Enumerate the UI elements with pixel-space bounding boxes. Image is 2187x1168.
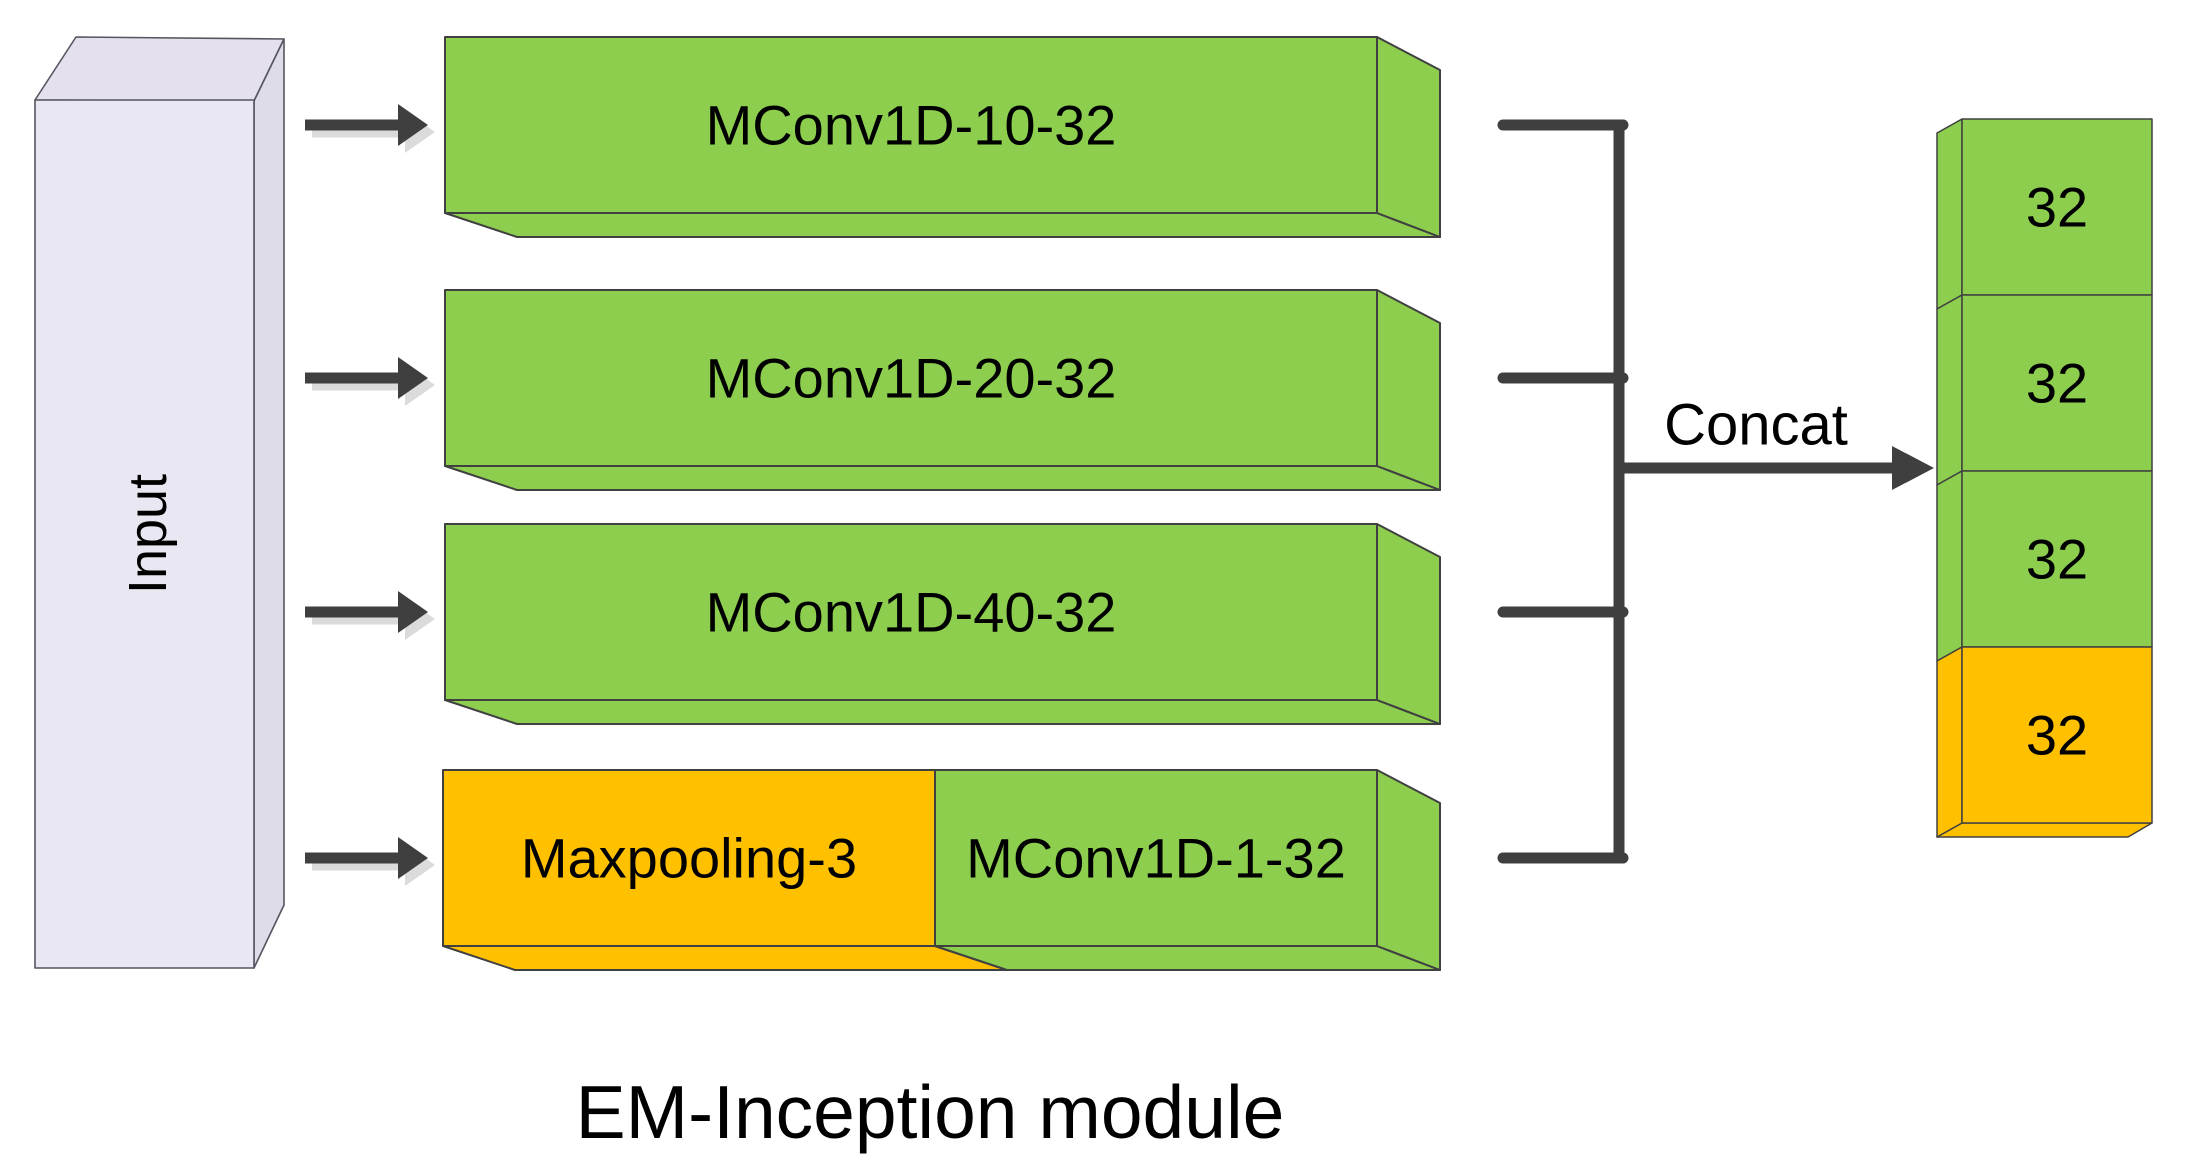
bar-side-face <box>1376 289 1441 491</box>
conv1-front-face <box>934 769 1378 947</box>
arrow-shadow <box>312 364 435 406</box>
conv1-side-face <box>1376 769 1441 971</box>
branch-pool-conv: Maxpooling-3 MConv1D-1-32 <box>442 769 1441 971</box>
pool-bottom-face <box>442 945 1008 971</box>
conv1-bottom-face <box>934 945 1441 971</box>
bar-bottom-face <box>444 699 1441 725</box>
concat-label: Concat <box>1664 393 1848 458</box>
input-label: Input <box>118 474 178 594</box>
input-block-side-face <box>253 38 285 969</box>
branch-conv40-label: MConv1D-40-32 <box>706 581 1117 644</box>
concat-bracket <box>1497 119 1629 864</box>
branch-conv20-label: MConv1D-20-32 <box>706 347 1117 410</box>
input-arrows <box>305 104 435 886</box>
arrow-shadow <box>312 111 435 153</box>
input-block-front-face <box>34 99 255 969</box>
input-block-top-face <box>34 36 285 102</box>
bar-front-face <box>444 289 1378 467</box>
concat-group: Concat <box>1619 393 1934 490</box>
stack-box-front <box>1961 470 2153 648</box>
stack-box-side <box>1936 470 1963 662</box>
maxpooling-label: Maxpooling-3 <box>521 827 857 890</box>
input-block: Input <box>34 36 285 969</box>
stack-channel-3: 32 <box>2026 528 2088 591</box>
output-stack: 32 32 32 32 <box>1936 118 2153 838</box>
stack-box-bottom <box>1936 822 2153 838</box>
diagram-caption: EM-Inception module <box>576 1070 1285 1154</box>
stack-box-front <box>1961 294 2153 472</box>
branch-conv40: MConv1D-40-32 <box>444 523 1441 725</box>
arrow-shadow <box>312 598 435 640</box>
bar-side-face <box>1376 523 1441 725</box>
stack-box-side <box>1936 646 1963 838</box>
bar-front-face <box>444 523 1378 701</box>
stack-channel-1: 32 <box>2026 176 2088 239</box>
concat-arrowhead <box>1892 446 1934 490</box>
bar-bottom-face <box>444 465 1441 491</box>
conv1-label: MConv1D-1-32 <box>966 827 1346 890</box>
stack-box-side <box>1936 118 1963 310</box>
bar-bottom-face <box>444 212 1441 238</box>
input-arrow-4 <box>305 837 428 879</box>
stack-channel-2: 32 <box>2026 352 2088 415</box>
input-arrow-2 <box>305 357 428 399</box>
stack-channel-4: 32 <box>2026 704 2088 767</box>
stack-box-side <box>1936 294 1963 486</box>
pool-front-face <box>442 769 936 947</box>
stack-box-front <box>1961 646 2153 824</box>
bar-side-face <box>1376 36 1441 238</box>
input-arrow-3 <box>305 591 428 633</box>
branch-conv10: MConv1D-10-32 <box>444 36 1441 238</box>
arrow-shadow <box>312 844 435 886</box>
branch-conv10-label: MConv1D-10-32 <box>706 94 1117 157</box>
branch-conv20: MConv1D-20-32 <box>444 289 1441 491</box>
bar-front-face <box>444 36 1378 214</box>
input-arrow-1 <box>305 104 428 146</box>
